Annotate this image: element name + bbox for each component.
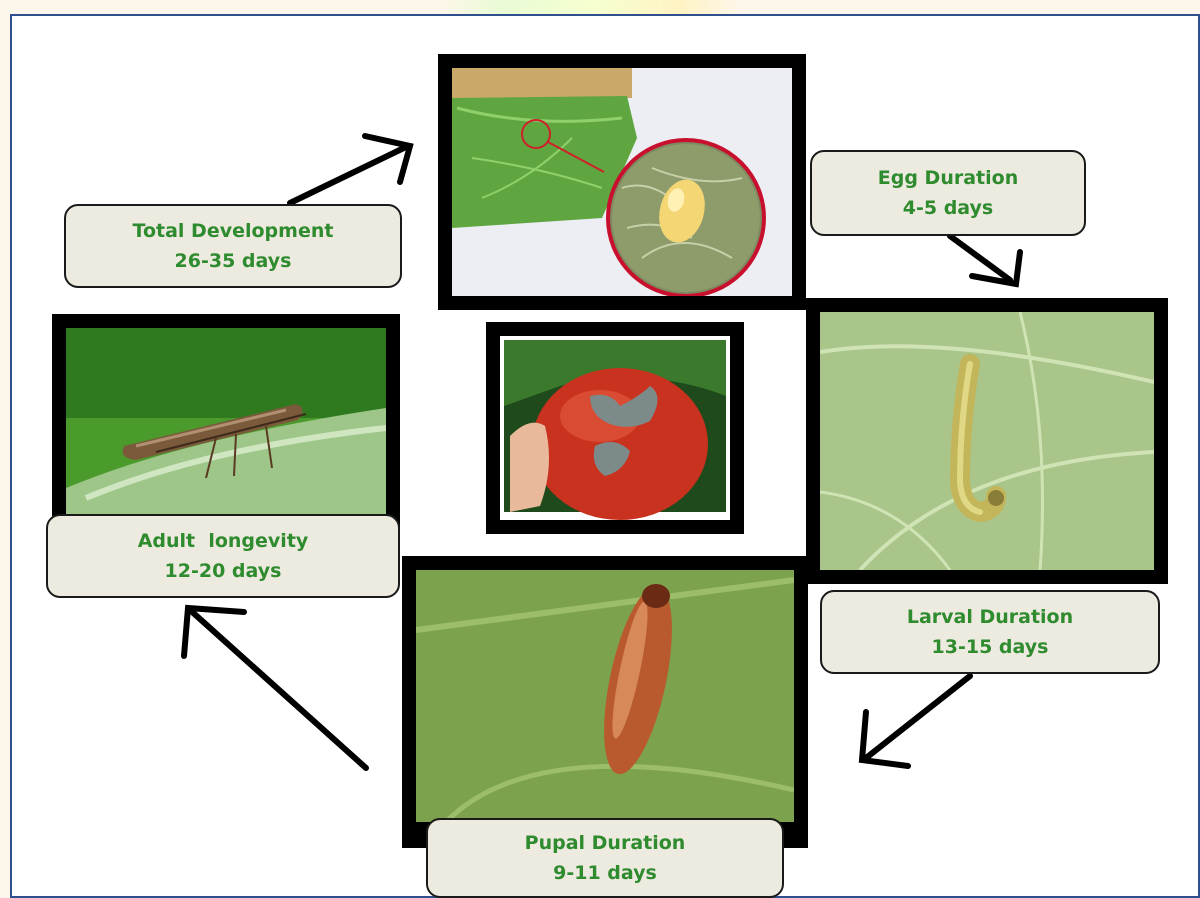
total-development-title: Total Development <box>133 216 334 246</box>
adult-longevity-label: Adult longevity 12-20 days <box>46 514 400 598</box>
pupal-duration-label: Pupal Duration 9-11 days <box>426 818 784 898</box>
pupal-duration-value: 9-11 days <box>553 858 657 888</box>
pupal-duration-title: Pupal Duration <box>525 828 686 858</box>
arrow-egg-to-larva <box>950 236 1020 284</box>
arrow-total-to-egg <box>290 136 410 203</box>
adult-longevity-value: 12-20 days <box>165 556 282 586</box>
arrow-larva-to-pupa <box>862 676 970 766</box>
larval-duration-value: 13-15 days <box>932 632 1049 662</box>
adult-longevity-title: Adult longevity <box>138 526 309 556</box>
arrow-pupa-to-adult <box>184 608 366 768</box>
total-development-label: Total Development 26-35 days <box>64 204 402 288</box>
total-development-value: 26-35 days <box>175 246 292 276</box>
larval-duration-title: Larval Duration <box>907 602 1073 632</box>
egg-duration-value: 4-5 days <box>903 193 993 223</box>
egg-duration-title: Egg Duration <box>878 163 1018 193</box>
larval-duration-label: Larval Duration 13-15 days <box>820 590 1160 674</box>
egg-duration-label: Egg Duration 4-5 days <box>810 150 1086 236</box>
